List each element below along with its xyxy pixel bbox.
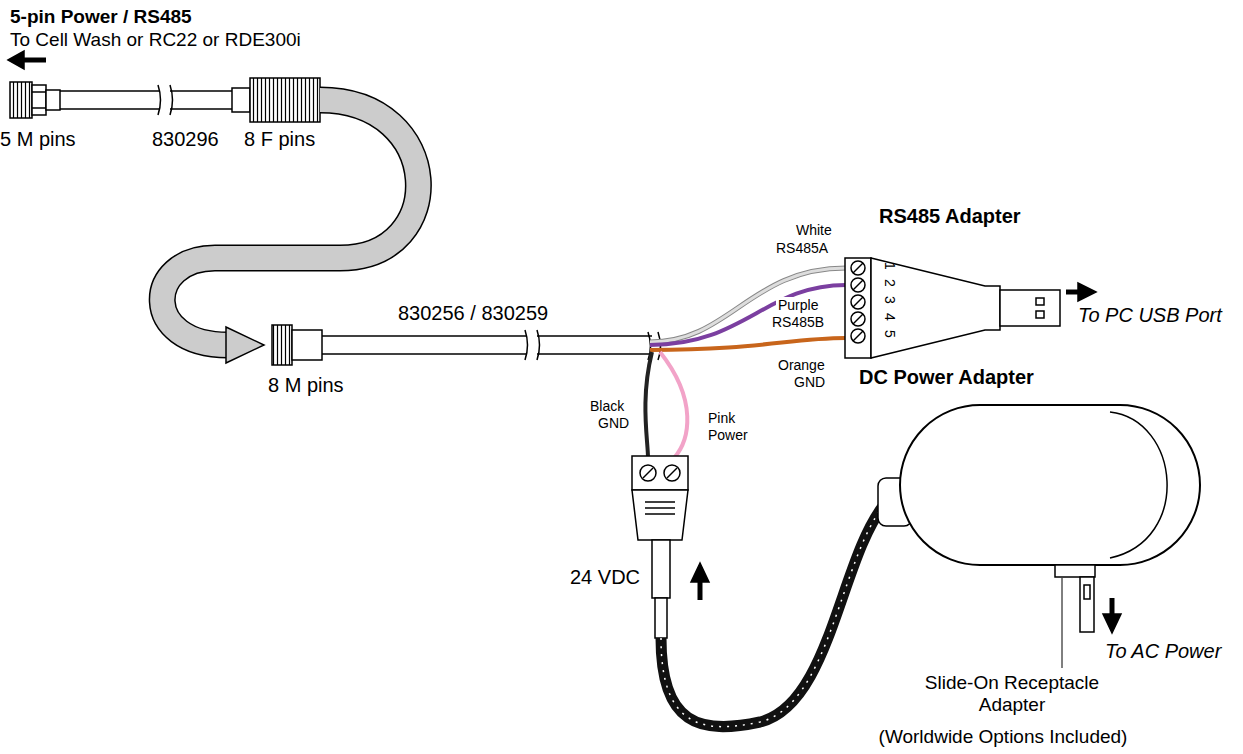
text-label: 8 M pins — [268, 374, 344, 397]
device-group: DC Power Adapter — [855, 366, 1205, 576]
wire-label: Purple — [776, 297, 820, 313]
text-label: (Worldwide Options Included) — [858, 726, 1148, 748]
wire-label: GND — [792, 374, 827, 390]
text-label: To AC Power — [1105, 640, 1221, 663]
text-label: 8 F pins — [244, 128, 315, 151]
terminal-number: 5 — [882, 330, 898, 338]
device-heading: RS485 Adapter — [879, 205, 1021, 228]
device-heading: DC Power Adapter — [859, 366, 1034, 389]
wire-label: Black — [588, 398, 626, 414]
wire-label: RS485B — [770, 314, 826, 330]
text-label: To PC USB Port — [1078, 304, 1222, 327]
text-label: 24 VDC — [570, 566, 640, 589]
terminal-number: 3 — [882, 296, 898, 304]
terminal-number: 2 — [882, 279, 898, 287]
text-label: To Cell Wash or RC22 or RDE300i — [10, 29, 301, 51]
wire-label: Pink — [706, 410, 737, 426]
wire-label: RS485A — [774, 240, 830, 256]
wire-label: Orange — [776, 357, 827, 373]
wire-label: White — [794, 222, 834, 238]
text-label: 5 M pins — [0, 128, 76, 151]
device-group: RS485 Adapter — [845, 205, 1070, 365]
wire-label: Power — [706, 427, 750, 443]
terminal-number: 4 — [882, 313, 898, 321]
text-label: Slide-On Receptacle Adapter — [912, 672, 1112, 716]
text-label: 830256 / 830259 — [398, 302, 548, 325]
text-label: 830296 — [152, 128, 219, 151]
terminal-number: 1 — [882, 262, 898, 270]
text-label: 5-pin Power / RS485 — [10, 6, 192, 28]
wire-label: GND — [596, 415, 631, 431]
